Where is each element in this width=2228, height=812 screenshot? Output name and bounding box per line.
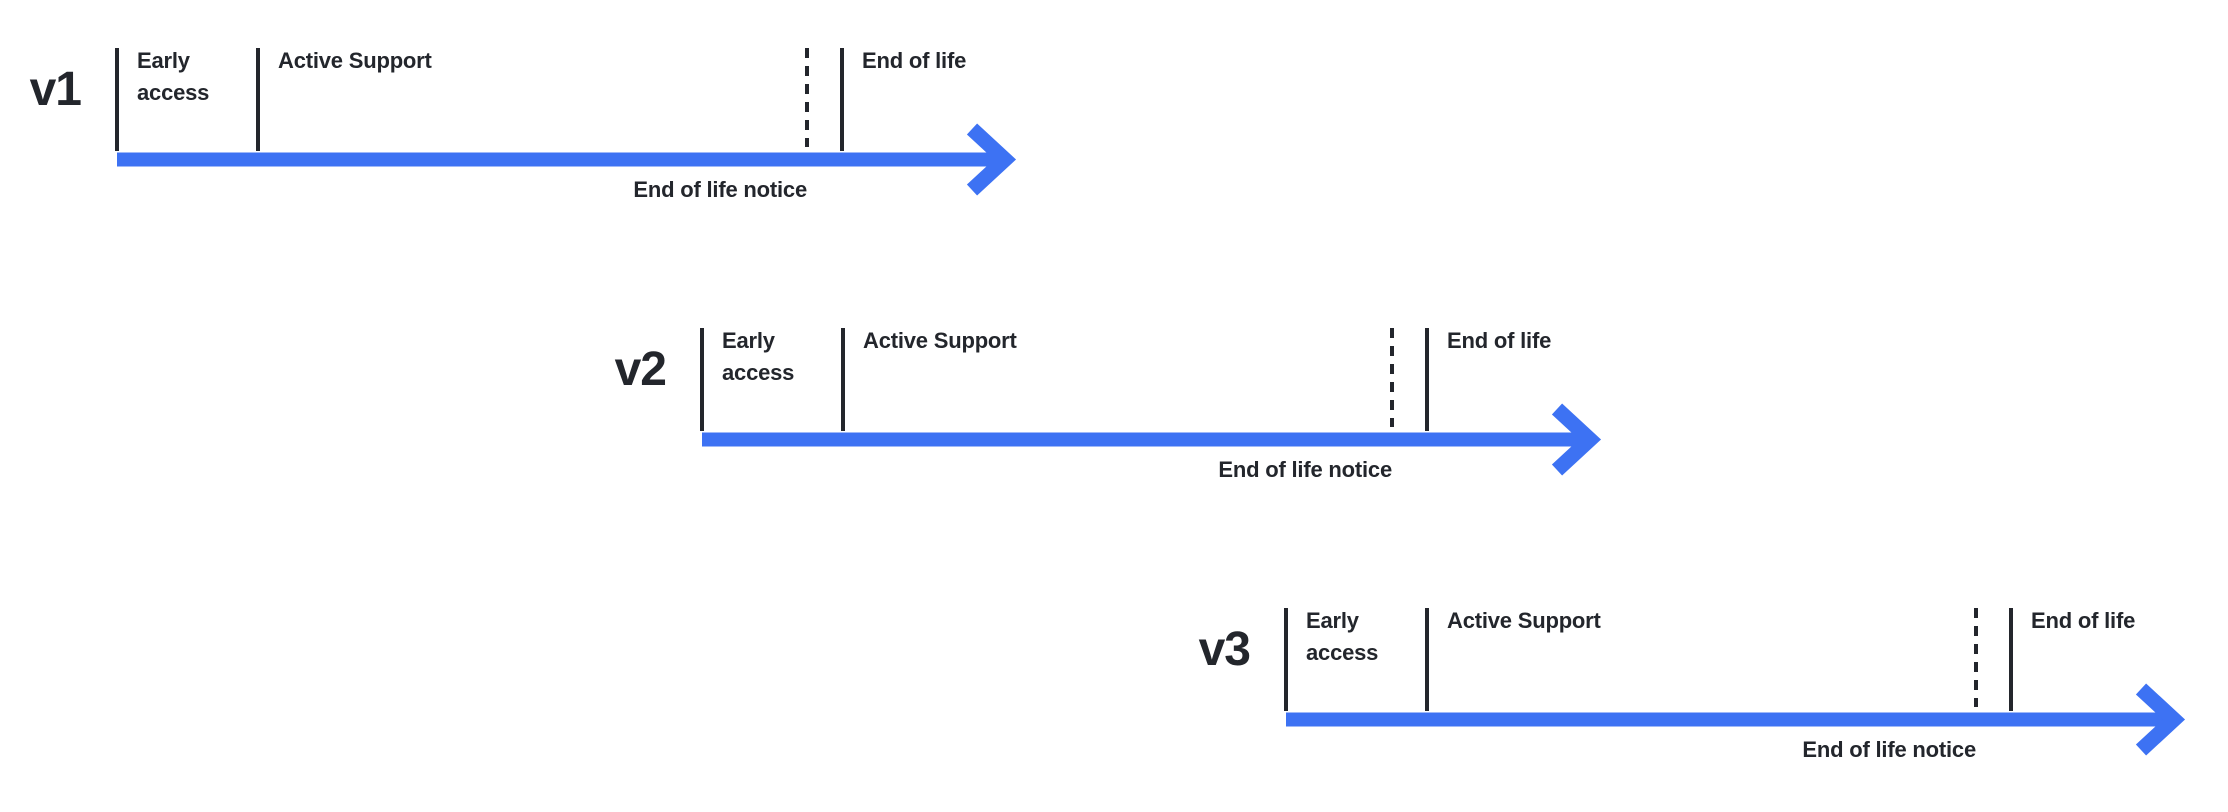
active-support-label: Active Support xyxy=(1447,608,1601,633)
early-access-label: Early access xyxy=(722,328,795,385)
active-support-tick xyxy=(256,48,260,151)
early-access-label: Early access xyxy=(137,48,210,105)
version-label: v2 xyxy=(614,343,667,396)
early-access-tick xyxy=(1284,608,1288,711)
eol-notice-label: End of life notice xyxy=(633,177,807,202)
active-support-tick xyxy=(841,328,845,431)
version-label: v3 xyxy=(1198,623,1251,676)
end-of-life-tick xyxy=(840,48,844,151)
end-of-life-label: End of life xyxy=(1447,328,1552,353)
active-support-label: Active Support xyxy=(863,328,1017,353)
eol-notice-dashed-line xyxy=(1390,328,1394,427)
early-access-tick xyxy=(115,48,119,151)
active-support-tick xyxy=(1425,608,1429,711)
timeline-arrow-icon xyxy=(1286,683,2186,756)
timeline-arrow-icon xyxy=(702,403,1602,476)
active-support-label: Active Support xyxy=(278,48,432,73)
end-of-life-label: End of life xyxy=(2031,608,2136,633)
eol-notice-label: End of life notice xyxy=(1218,457,1392,482)
eol-notice-dashed-line xyxy=(805,48,809,147)
end-of-life-tick xyxy=(2009,608,2013,711)
end-of-life-tick xyxy=(1425,328,1429,431)
timeline-arrow-icon xyxy=(117,123,1017,196)
eol-notice-label: End of life notice xyxy=(1802,737,1976,762)
end-of-life-label: End of life xyxy=(862,48,967,73)
version-label: v1 xyxy=(29,63,82,116)
early-access-tick xyxy=(700,328,704,431)
eol-notice-dashed-line xyxy=(1974,608,1978,707)
early-access-label: Early access xyxy=(1306,608,1379,665)
